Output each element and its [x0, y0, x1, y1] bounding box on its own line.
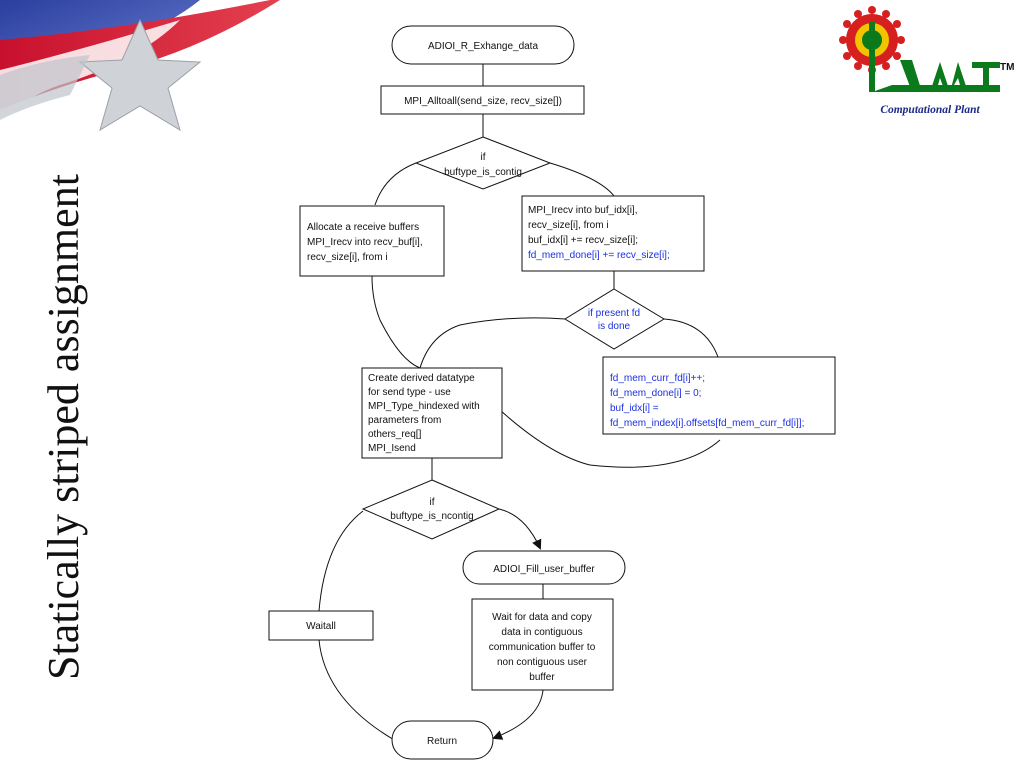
decision2-line1: if present fd	[588, 308, 640, 319]
start-terminator: ADIOI_R_Exhange_data	[391, 25, 575, 65]
waitall-box: Waitall	[268, 610, 374, 641]
connectors	[318, 64, 721, 742]
waitall-label: Waitall	[306, 621, 336, 632]
logo-wordmark: Computational Plant	[880, 104, 980, 116]
start-label: ADIOI_R_Exhange_data	[428, 41, 539, 52]
wait-line1: Wait for data and copy	[492, 612, 592, 623]
irecv-line4: fd_mem_done[i] += recv_size[i];	[528, 250, 670, 261]
derived-line5: others_req[]	[368, 429, 422, 440]
computational-plant-logo: TM Computational Plant	[839, 6, 1014, 116]
wait-line5: buffer	[529, 672, 555, 683]
decision-buftype-ncontig: if buftype_is_ncontig	[361, 479, 501, 540]
irecv-line2: recv_size[i], from i	[528, 220, 609, 231]
derived-line4: parameters from	[368, 415, 441, 426]
fd-line1: fd_mem_curr_fd[i]++;	[610, 373, 705, 384]
derived-line1: Create derived datatype	[368, 373, 475, 384]
decision1-line1: if	[481, 152, 486, 163]
fd-line2: fd_mem_done[i] = 0;	[610, 388, 701, 399]
wait-copy-box: Wait for data and copy data in contiguou…	[471, 598, 614, 691]
wait-line4: non contiguous user	[497, 657, 588, 668]
wait-line2: data in contiguous	[501, 627, 582, 638]
flag-star-decoration	[0, 0, 280, 132]
decision3-line1: if	[430, 497, 435, 508]
irecv-line1: MPI_Irecv into buf_idx[i],	[528, 205, 638, 216]
irecv-bufidx-box: MPI_Irecv into buf_idx[i], recv_size[i],…	[521, 195, 705, 272]
decision-buftype-contig: if buftype_is_contig	[414, 136, 552, 190]
allocate-line2: MPI_Irecv into recv_buf[i],	[307, 237, 423, 248]
logo-tm: TM	[1000, 62, 1014, 73]
fill-user-buffer-terminator: ADIOI_Fill_user_buffer	[462, 550, 626, 585]
logo-letters	[900, 60, 1000, 92]
fd-update-box: fd_mem_curr_fd[i]++; fd_mem_done[i] = 0;…	[602, 356, 836, 435]
sunflower-icon	[839, 6, 1000, 92]
fill-label: ADIOI_Fill_user_buffer	[493, 564, 595, 575]
decision3-line2: buftype_is_ncontig	[390, 511, 473, 522]
derived-line3: MPI_Type_hindexed with	[368, 401, 480, 412]
return-terminator: Return	[391, 720, 494, 760]
alltoall-label: MPI_Alltoall(send_size, recv_size[])	[404, 96, 562, 107]
return-label: Return	[427, 736, 457, 747]
wait-line3: communication buffer to	[489, 642, 596, 653]
decision-fd-done: if present fd is done	[564, 288, 665, 350]
decision2-line2: is done	[598, 321, 631, 332]
derived-line2: for send type - use	[368, 387, 451, 398]
allocate-recv-box: Allocate a receive buffers MPI_Irecv int…	[299, 205, 445, 277]
irecv-line3: buf_idx[i] += recv_size[i];	[528, 235, 638, 246]
allocate-line1: Allocate a receive buffers	[307, 222, 419, 233]
fd-line4: fd_mem_index[i].offsets[fd_mem_curr_fd[i…	[610, 418, 804, 429]
allocate-line3: recv_size[i], from i	[307, 252, 388, 263]
slide-title: Statically striped assignment	[39, 174, 88, 680]
derived-datatype-box: Create derived datatype for send type - …	[361, 367, 503, 459]
derived-line6: MPI_Isend	[368, 443, 416, 454]
decision1-line2: buftype_is_contig	[444, 167, 522, 178]
fd-line3: buf_idx[i] =	[610, 403, 659, 414]
alltoall-box: MPI_Alltoall(send_size, recv_size[])	[380, 85, 585, 115]
